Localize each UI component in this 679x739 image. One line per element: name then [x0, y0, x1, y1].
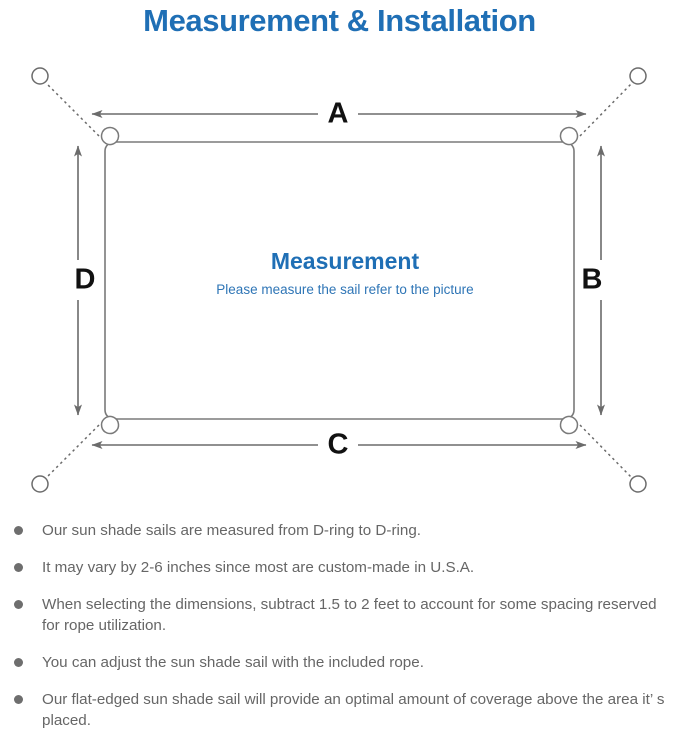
note-text: You can adjust the sun shade sail with t… [42, 654, 424, 671]
notes-list: Our sun shade sails are measured from D-… [0, 520, 679, 739]
top-left-anchor-point [31, 67, 49, 85]
note-item: You can adjust the sun shade sail with t… [14, 652, 665, 673]
bottom-left-d-ring [100, 415, 120, 435]
bullet-icon [14, 526, 23, 535]
top-right-anchor-point [629, 67, 647, 85]
bullet-icon [14, 600, 23, 609]
shade-sail-body [104, 141, 575, 420]
note-text: When selecting the dimensions, subtract … [42, 596, 657, 634]
top-left-d-ring [100, 126, 120, 146]
bullet-icon [14, 695, 23, 704]
dimension-label-a: A [328, 98, 349, 130]
diagram-center-title: Measurement [271, 248, 420, 274]
note-text: Our flat-edged sun shade sail will provi… [42, 691, 665, 729]
bottom-left-anchor-point [31, 475, 49, 493]
note-item: Our sun shade sails are measured from D-… [14, 520, 665, 541]
note-item: It may vary by 2-6 inches since most are… [14, 557, 665, 578]
sail-measurement-diagram: A C D B Measurement Please measure the s… [0, 42, 679, 512]
note-text: It may vary by 2-6 inches since most are… [42, 559, 475, 576]
rope-bottom-right [579, 424, 633, 479]
bottom-right-d-ring [559, 415, 579, 435]
dimension-label-c: C [328, 429, 349, 461]
bullet-icon [14, 563, 23, 572]
dimension-label-b: B [582, 264, 603, 296]
note-item: When selecting the dimensions, subtract … [14, 594, 665, 636]
note-item: Our flat-edged sun shade sail will provi… [14, 689, 665, 731]
bullet-icon [14, 658, 23, 667]
rope-top-left [45, 82, 100, 137]
dimension-label-d: D [75, 264, 96, 296]
rope-top-right [579, 82, 633, 137]
note-text: Our sun shade sails are measured from D-… [42, 522, 421, 539]
bottom-right-anchor-point [629, 475, 647, 493]
rope-bottom-left [45, 424, 100, 479]
top-right-d-ring [559, 126, 579, 146]
page-title: Measurement & Installation [143, 3, 536, 38]
diagram-center-subtitle: Please measure the sail refer to the pic… [216, 282, 473, 297]
